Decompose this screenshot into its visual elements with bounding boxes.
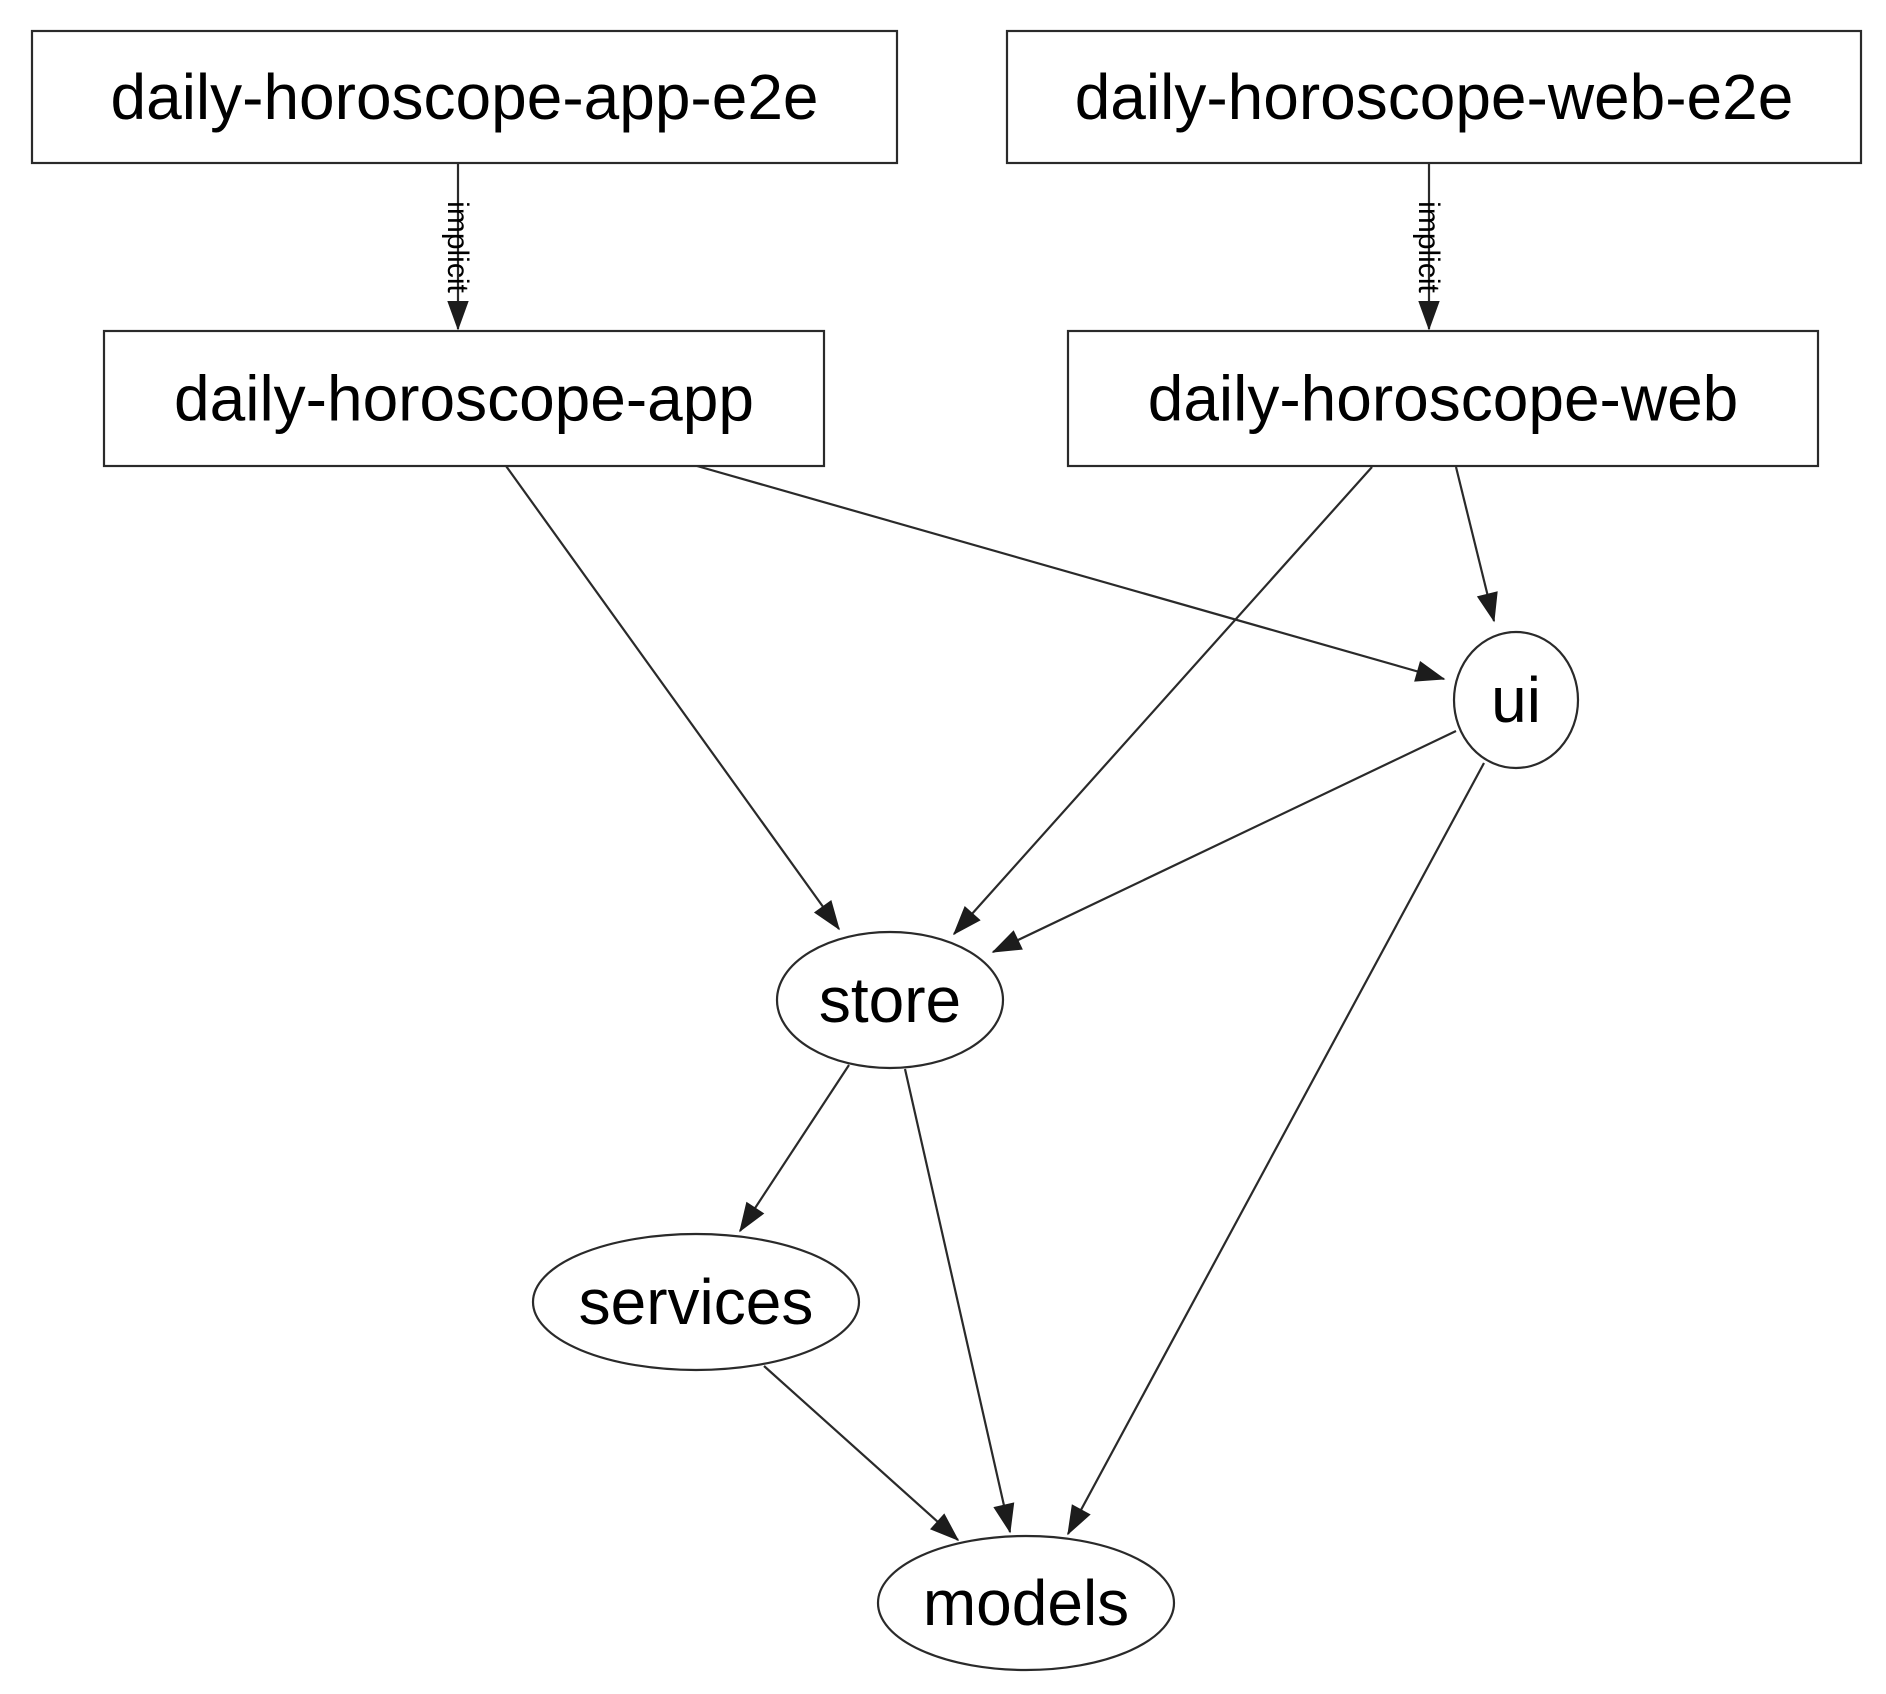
node-box-daily-horoscope-web-e2e [1005,29,1863,165]
edge-arrow [763,1365,960,1541]
node-daily-horoscope-web: daily-horoscope-web [1066,329,1820,468]
node-services: services [531,1232,861,1372]
edge-arrow [1067,762,1485,1536]
node-daily-horoscope-app: daily-horoscope-app [102,329,826,468]
edges-layer: implicit implicit [441,164,1498,1541]
node-label-daily-horoscope-web-e2e: daily-horoscope-web-e2e [1075,61,1794,133]
node-store: store [775,930,1005,1070]
node-label-daily-horoscope-app: daily-horoscope-app [174,363,754,435]
edge-arrow [739,1064,850,1233]
node-label-models: models [923,1567,1129,1639]
edge-store-to-models [903,1068,1015,1534]
node-box-daily-horoscope-app [102,329,826,468]
edge-label-implicit: implicit [1412,201,1445,293]
node-box-daily-horoscope-app-e2e [30,29,899,165]
node-ellipse-services [531,1232,861,1372]
node-daily-horoscope-web-e2e: daily-horoscope-web-e2e [1005,29,1863,165]
edge-daily-horoscope-app-to-ui [696,464,1446,682]
edge-services-to-models [763,1365,960,1541]
edge-daily-horoscope-web-to-store [953,466,1373,936]
edge-label-implicit: implicit [441,201,474,293]
edge-daily-horoscope-app-e2e-to-daily-horoscope-app: implicit [441,164,474,331]
node-box-daily-horoscope-web [1066,329,1820,468]
node-label-ui: ui [1491,664,1541,736]
node-label-services: services [579,1266,814,1338]
edge-arrow [903,1068,1015,1534]
edge-arrow [696,464,1446,682]
node-ellipse-ui [1452,630,1580,770]
edge-arrow [953,466,1373,936]
edge-daily-horoscope-web-to-ui [1454,466,1498,623]
edge-arrow [1454,466,1498,623]
node-daily-horoscope-app-e2e: daily-horoscope-app-e2e [30,29,899,165]
node-label-daily-horoscope-app-e2e: daily-horoscope-app-e2e [111,61,819,133]
edge-ui-to-models [1067,762,1485,1536]
edge-daily-horoscope-app-to-store [505,465,840,931]
node-label-daily-horoscope-web: daily-horoscope-web [1148,363,1739,435]
node-ellipse-models [876,1534,1176,1672]
edge-arrow [505,465,840,931]
edge-store-to-services [739,1064,850,1233]
nodes-layer: daily-horoscope-app-e2e daily-horoscope-w… [30,29,1863,1672]
node-ellipse-store [775,930,1005,1070]
node-models: models [876,1534,1176,1672]
edge-arrow [991,730,1457,953]
edge-ui-to-store [991,730,1457,953]
node-label-store: store [819,964,961,1036]
edge-daily-horoscope-web-e2e-to-daily-horoscope-web: implicit [1412,164,1445,331]
node-ui: ui [1452,630,1580,770]
